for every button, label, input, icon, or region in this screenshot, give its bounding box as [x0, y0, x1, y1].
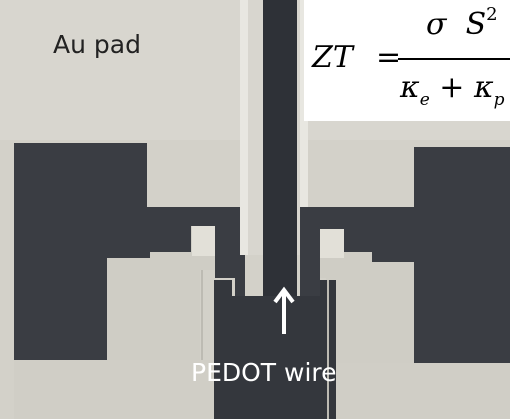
- pedot-wire-label: PEDOT wire: [191, 358, 337, 387]
- equation-fraction-bar: [398, 58, 510, 60]
- channel-edge-left: [240, 0, 248, 255]
- equation-equals: =: [376, 40, 402, 75]
- pedot-wire: [263, 0, 297, 300]
- zt-equation: ZT = σ S2 κe + κp: [304, 0, 510, 121]
- left-gold-pad: [14, 143, 191, 360]
- right-gold-pad: [344, 147, 510, 363]
- equation-lhs: ZT: [312, 40, 353, 75]
- equation-denominator: κe + κp: [400, 70, 505, 110]
- right-pad-highlight: [320, 228, 414, 363]
- left-pad-highlight: [107, 226, 215, 360]
- up-arrow-icon: [273, 286, 295, 334]
- wire-base-block: [214, 280, 336, 419]
- left-electrode-finger: [147, 207, 245, 300]
- channel-edge-right: [300, 0, 308, 255]
- equation-numerator: σ S2: [426, 4, 498, 42]
- au-pad-label: Au pad: [53, 30, 141, 59]
